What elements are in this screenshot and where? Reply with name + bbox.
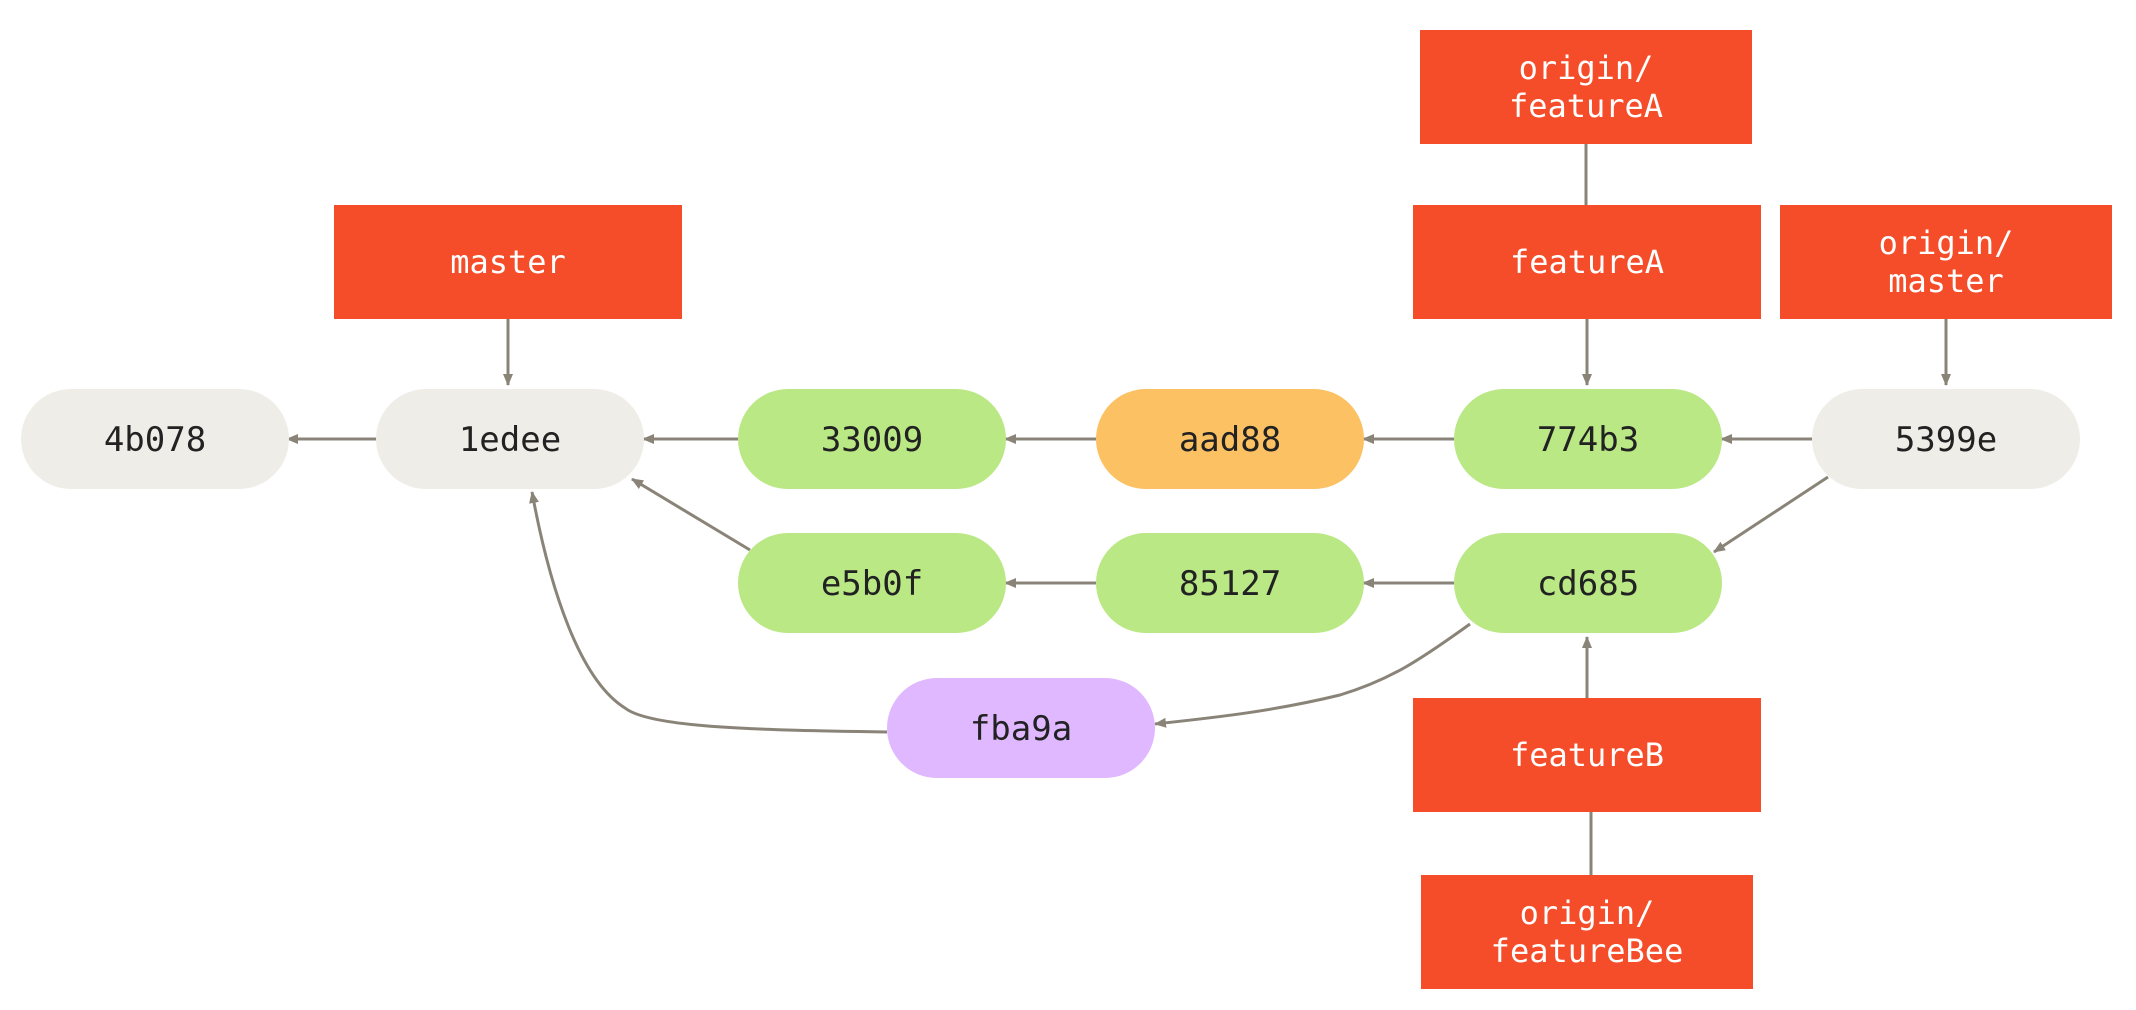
commit-label-33009: 33009	[821, 420, 923, 460]
commit-e5b0f: e5b0f	[738, 533, 1006, 633]
ref-box-origin-master	[1780, 205, 2112, 319]
commit-label-5399e: 5399e	[1895, 420, 1997, 460]
ref-label-origin-featureA-line-1: featureA	[1509, 87, 1663, 125]
ref-featureB: featureB	[1413, 698, 1761, 812]
ref-label-origin-featureA-line-0: origin/	[1519, 49, 1654, 87]
ref-box-master	[334, 205, 682, 319]
commit-fba9a: fba9a	[887, 678, 1155, 778]
edge-e5b0f-to-1edee	[631, 477, 751, 552]
edge-5399e-to-cd685	[1713, 475, 1829, 554]
commit-label-e5b0f: e5b0f	[821, 564, 923, 604]
ref-featureA: featureA	[1413, 205, 1761, 319]
commit-label-1edee: 1edee	[459, 420, 561, 460]
commit-node-cd685	[1454, 533, 1722, 633]
commit-node-fba9a	[887, 678, 1155, 778]
commit-4b078: 4b078	[21, 389, 289, 489]
ref-box-origin-featureA	[1420, 30, 1752, 144]
commit-node-85127	[1096, 533, 1364, 633]
commit-node-1edee	[376, 389, 644, 489]
commit-node-5399e	[1812, 389, 2080, 489]
edges-layer	[286, 144, 1951, 875]
ref-label-featureA-line-0: featureA	[1510, 243, 1664, 281]
commit-label-85127: 85127	[1179, 564, 1281, 604]
commit-node-aad88	[1096, 389, 1364, 489]
ref-box-origin-featureBee	[1421, 875, 1753, 989]
edge-fba9a-to-1edee	[529, 491, 888, 734]
ref-box-featureA	[1413, 205, 1761, 319]
commit-774b3: 774b3	[1454, 389, 1722, 489]
commit-label-cd685: cd685	[1537, 564, 1639, 604]
commit-node-4b078	[21, 389, 289, 489]
commit-aad88: aad88	[1096, 389, 1364, 489]
commit-cd685: cd685	[1454, 533, 1722, 633]
commit-node-774b3	[1454, 389, 1722, 489]
ref-origin-featureA: origin/featureA	[1420, 30, 1752, 144]
ref-label-master-line-0: master	[450, 243, 566, 281]
ref-origin-featureBee: origin/featureBee	[1421, 875, 1753, 989]
commit-label-aad88: aad88	[1179, 420, 1281, 460]
ref-origin-master: origin/master	[1780, 205, 2112, 319]
edge-cd685-to-fba9a	[1154, 622, 1471, 728]
ref-label-origin-master-line-1: master	[1888, 262, 2004, 300]
commit-85127: 85127	[1096, 533, 1364, 633]
commit-node-e5b0f	[738, 533, 1006, 633]
ref-master: master	[334, 205, 682, 319]
commit-label-fba9a: fba9a	[970, 709, 1072, 749]
commit-33009: 33009	[738, 389, 1006, 489]
ref-label-origin-featureBee-line-0: origin/	[1520, 894, 1655, 932]
commits-layer: 4b078 1edee 33009 aad88 774b3 5399e e5b0f 85127…	[21, 389, 2080, 778]
commit-label-774b3: 774b3	[1537, 420, 1639, 460]
ref-label-featureB-line-0: featureB	[1510, 736, 1664, 774]
commit-label-4b078: 4b078	[104, 420, 206, 460]
ref-label-origin-featureBee-line-1: featureBee	[1491, 932, 1684, 970]
ref-label-origin-master-line-0: origin/	[1879, 224, 2014, 262]
ref-box-featureB	[1413, 698, 1761, 812]
commit-5399e: 5399e	[1812, 389, 2080, 489]
commit-node-33009	[738, 389, 1006, 489]
commit-1edee: 1edee	[376, 389, 644, 489]
